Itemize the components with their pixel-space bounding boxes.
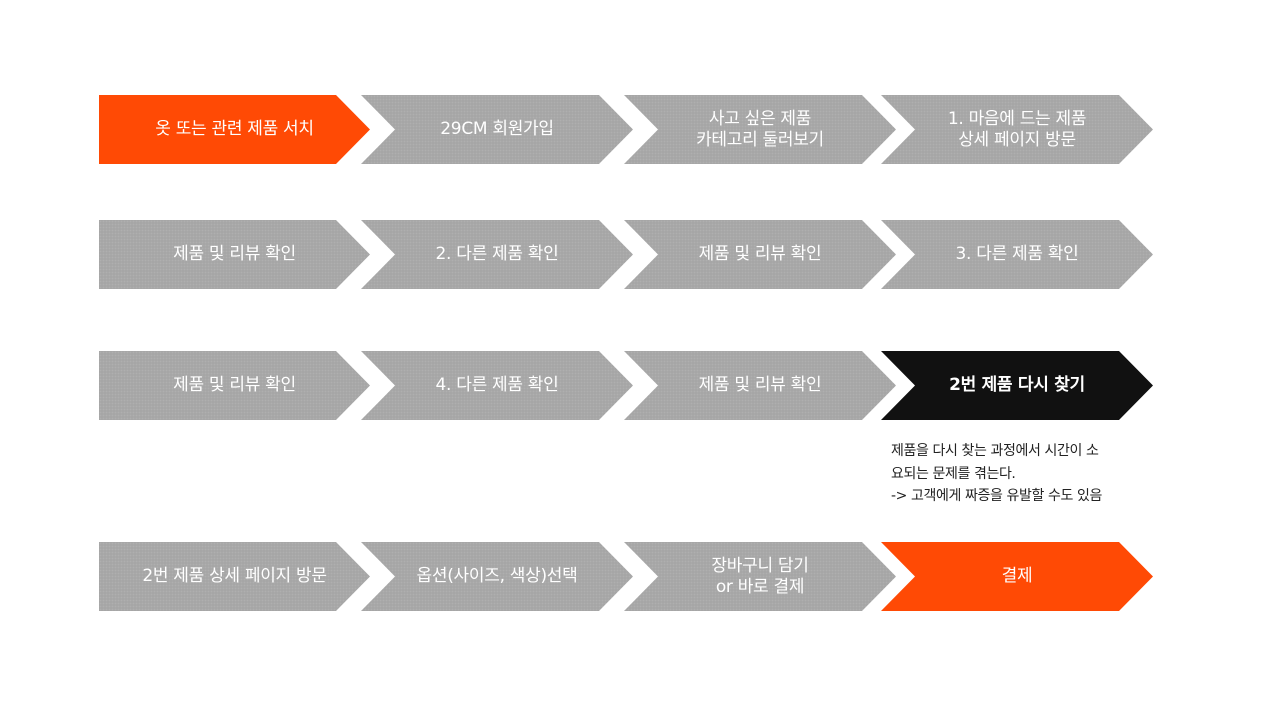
flow-step-r4-c1: 2번 제품 상세 페이지 방문: [99, 542, 370, 611]
flow-step-line: 상세 페이지 방문: [958, 129, 1076, 150]
flow-step-r3-c4: 2번 제품 다시 찾기: [881, 351, 1153, 420]
flow-step-line: 4. 다른 제품 확인: [435, 375, 559, 395]
flow-step-r3-c1: 제품 및 리뷰 확인: [99, 351, 370, 420]
flow-step-line: 장바구니 담기: [711, 555, 809, 576]
note-line: -> 고객에게 짜증을 유발할 수도 있음: [891, 488, 1102, 504]
flow-step-r2-c1: 제품 및 리뷰 확인: [99, 220, 370, 289]
flow-step-line: or 바로 결제: [715, 576, 805, 597]
flow-step-line: 옷 또는 관련 제품 서치: [155, 119, 314, 139]
flow-step-line: 제품 및 리뷰 확인: [173, 375, 296, 395]
note-line: 요되는 문제를 겪는다.: [891, 465, 1016, 482]
flow-step-label: 옷 또는 관련 제품 서치: [155, 119, 313, 140]
flow-step-r2-c3: 제품 및 리뷰 확인: [624, 220, 896, 289]
pain-point-note: 제품을 다시 찾는 과정에서 시간이 소 요되는 문제를 겪는다. -> 고객에…: [891, 440, 1151, 508]
flow-step-label: 2번 제품 상세 페이지 방문: [142, 566, 326, 587]
flow-step-label: 제품 및 리뷰 확인: [173, 375, 296, 396]
flow-step-label: 결제: [1002, 566, 1033, 587]
flow-step-label: 2. 다른 제품 확인: [436, 244, 559, 265]
flow-step-r4-c4: 결제: [881, 542, 1153, 611]
flow-step-r4-c2: 옵션(사이즈, 색상)선택: [361, 542, 633, 611]
flow-step-line: 결제: [1001, 566, 1033, 586]
flow-step-line: 29CM 회원가입: [440, 119, 554, 139]
flow-step-line: 제품 및 리뷰 확인: [698, 244, 822, 264]
flow-step-line: 옵션(사이즈, 색상)선택: [416, 566, 578, 586]
flow-step-line: 2번 제품 다시 찾기: [949, 375, 1085, 395]
flow-step-label: 제품 및 리뷰 확인: [699, 244, 822, 265]
flow-step-line: 카테고리 둘러보기: [696, 129, 824, 150]
flow-step-label: 2번 제품 다시 찾기: [949, 375, 1085, 396]
flow-step-label: 4. 다른 제품 확인: [436, 375, 559, 396]
flow-step-label: 옵션(사이즈, 색상)선택: [417, 566, 578, 587]
flow-step-line: 2. 다른 제품 확인: [435, 244, 559, 264]
flow-step-line: 1. 마음에 드는 제품: [947, 108, 1087, 129]
flow-step-line: 2번 제품 상세 페이지 방문: [142, 566, 327, 586]
flow-step-r3-c2: 4. 다른 제품 확인: [361, 351, 633, 420]
flow-step-label: 제품 및 리뷰 확인: [173, 244, 296, 265]
flow-step-label: 제품 및 리뷰 확인: [699, 375, 822, 396]
flow-step-line: 사고 싶은 제품: [708, 108, 812, 129]
flow-step-line: 3. 다른 제품 확인: [955, 244, 1079, 264]
flow-step-r3-c3: 제품 및 리뷰 확인: [624, 351, 896, 420]
flow-step-r2-c2: 2. 다른 제품 확인: [361, 220, 633, 289]
flow-step-label: 3. 다른 제품 확인: [956, 244, 1079, 265]
flow-step-r1-c2: 29CM 회원가입: [361, 95, 633, 164]
flow-step-label: 29CM 회원가입: [440, 119, 553, 140]
flow-step-line: 제품 및 리뷰 확인: [173, 244, 296, 264]
note-line: 제품을 다시 찾는 과정에서 시간이 소: [891, 443, 1099, 459]
flow-step-r1-c1: 옷 또는 관련 제품 서치: [99, 95, 370, 164]
flow-step-r2-c4: 3. 다른 제품 확인: [881, 220, 1153, 289]
flow-step-line: 제품 및 리뷰 확인: [698, 375, 822, 395]
